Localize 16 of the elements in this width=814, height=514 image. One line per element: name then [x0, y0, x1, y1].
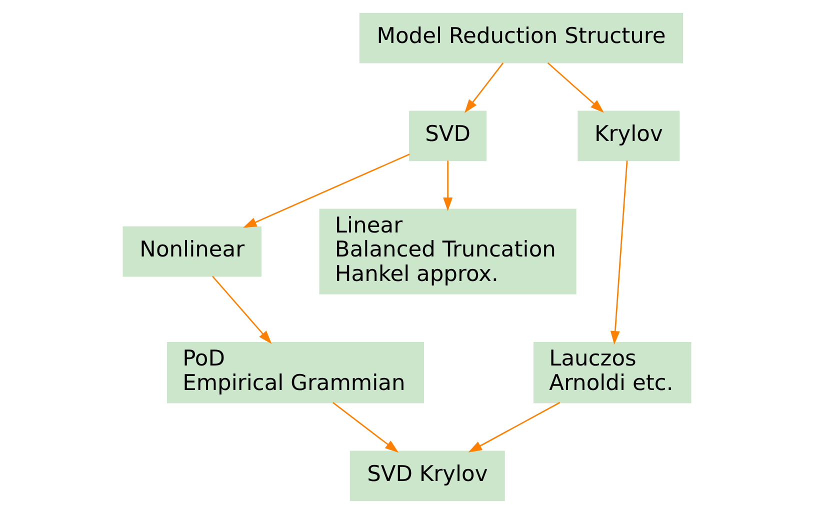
- node-box: SVD: [409, 110, 487, 162]
- arrow: [464, 62, 504, 113]
- node-box: SVD Krylov: [350, 450, 505, 502]
- node-box: Nonlinear: [122, 226, 262, 277]
- node-box: Model Reduction Structure: [359, 12, 684, 64]
- node-box: Linear Balanced Truncation Hankel approx.: [319, 208, 576, 294]
- arrow: [547, 62, 604, 113]
- arrow: [468, 402, 560, 452]
- arrow: [212, 276, 272, 344]
- arrow: [610, 160, 628, 345]
- arrow: [332, 402, 399, 453]
- node-box: Lauczos Arnoldi etc.: [533, 342, 692, 404]
- node-box: Krylov: [578, 110, 680, 162]
- arrow: [243, 154, 410, 228]
- node-box: PoD Empirical Grammian: [166, 342, 424, 404]
- arrow: [443, 160, 453, 212]
